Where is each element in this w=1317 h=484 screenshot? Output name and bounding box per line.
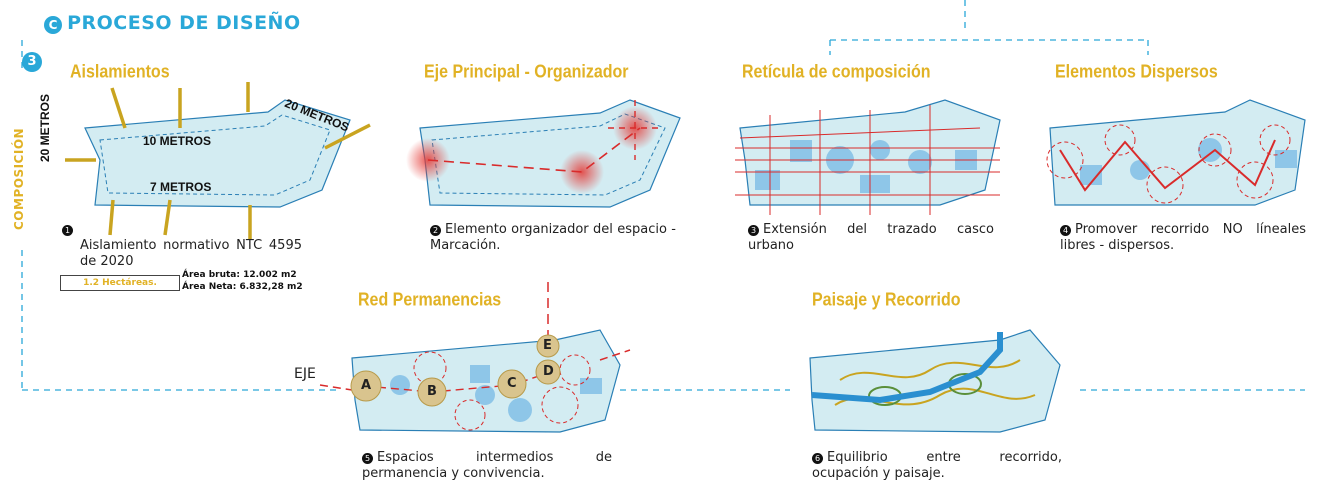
aislamientos-title: Aislamientos [70,62,170,83]
dispersos-title: Elementos Dispersos [1055,62,1218,83]
paisaje-title: Paisaje y Recorrido [812,290,961,311]
area-bruta: Área bruta: 12.002 m2 [182,270,297,280]
metro-label-top: 10 METROS [143,134,212,148]
paisaje-lot [809,329,1061,433]
node-e: E [543,338,552,353]
eje-label: EJE [294,366,316,382]
caption-text: Extensión del trazado casco urbano [748,222,994,253]
dispersos-lot [1046,99,1306,206]
node-d: D [543,364,554,379]
caption-number: 5 [362,453,373,464]
reticula-title: Retícula de composición [742,62,931,83]
caption-text: Promover recorrido NO líneales libres - … [1060,222,1306,253]
caption-number: 6 [812,453,823,464]
node-b: B [427,384,437,399]
node-c: C [507,376,517,391]
section-badge: C [44,16,62,34]
area-neta: Área Neta: 6.832,28 m2 [182,282,303,292]
aislamientos-lot [84,99,351,208]
hectareas-box: 1.2 Hectáreas. [60,275,180,291]
metro-label-left: 20 METROS [38,93,52,162]
caption-text: Aislamiento normativo NTC 4595 de 2020 [80,238,302,269]
node-a: A [361,378,372,393]
caption-number: 3 [748,225,759,236]
caption-text: Espacios intermedios de permanencia y co… [362,450,612,481]
caption-number: 1 [62,225,73,236]
eje-lot [406,99,681,208]
eje-title: Eje Principal - Organizador [424,62,629,83]
section-header: C PROCESO DE DISEÑO [44,12,301,34]
caption-number: 2 [430,225,441,236]
red-title: Red Permanencias [358,290,502,311]
page-title: PROCESO DE DISEÑO [67,12,301,34]
caption-number: 4 [1060,225,1071,236]
caption-text: Elemento organizador del espacio - Marca… [430,222,676,253]
node-circles [350,334,561,407]
frame-lines [21,0,1305,391]
step-badge: 3 [22,52,42,72]
caption-text: Equilibrio entre recorrido, ocupación y … [812,450,1062,481]
metro-label-bottom: 7 METROS [150,180,212,194]
setback-arrows [65,82,371,240]
aislamientos-caption: 1 Aislamiento normativo NTC 4595 de 2020 [62,222,302,270]
reticula-lot [735,99,1001,215]
